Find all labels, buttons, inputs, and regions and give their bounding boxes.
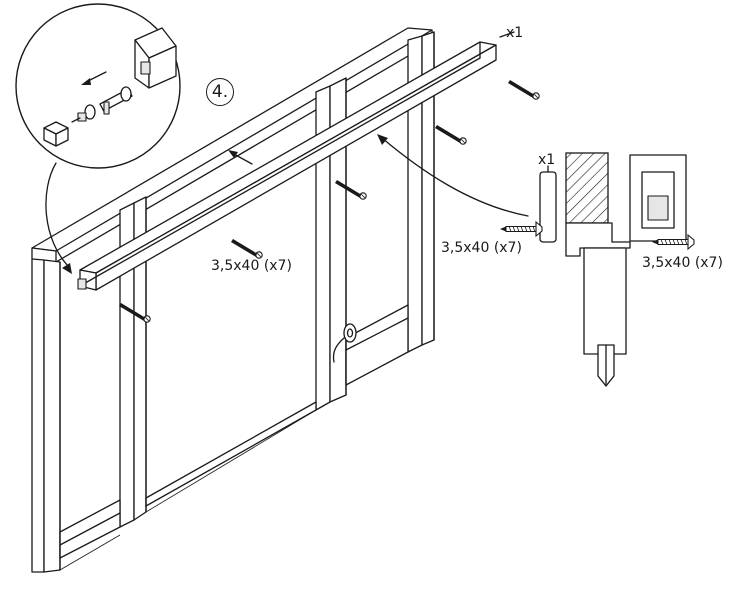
frame-bottom-rail-middle xyxy=(145,401,317,507)
leader-line-detail xyxy=(381,137,529,217)
zoom-detail xyxy=(15,3,181,169)
screw-spec-detail-right: 3,5x40 (x7) xyxy=(642,255,723,271)
keyhole-icon xyxy=(343,323,357,343)
leader-line-zoom xyxy=(45,162,71,269)
arrow-icon xyxy=(228,150,253,165)
frame-left-post xyxy=(31,258,45,573)
screw-spec-detail-left: 3,5x40 (x7) xyxy=(441,240,522,256)
top-rail xyxy=(77,41,497,291)
screw-spec-main: 3,5x40 (x7) xyxy=(211,258,292,274)
section-detail xyxy=(499,152,695,387)
screw-count-rail: x1 xyxy=(506,25,524,41)
wall-hatch-icon xyxy=(565,152,609,224)
screw-count-detail: x1 xyxy=(538,152,556,168)
roller-hardware-icon xyxy=(71,86,133,123)
cabinet-frame xyxy=(31,27,435,573)
step-number-badge: 4. xyxy=(206,78,234,106)
zoom-circle xyxy=(15,3,181,169)
